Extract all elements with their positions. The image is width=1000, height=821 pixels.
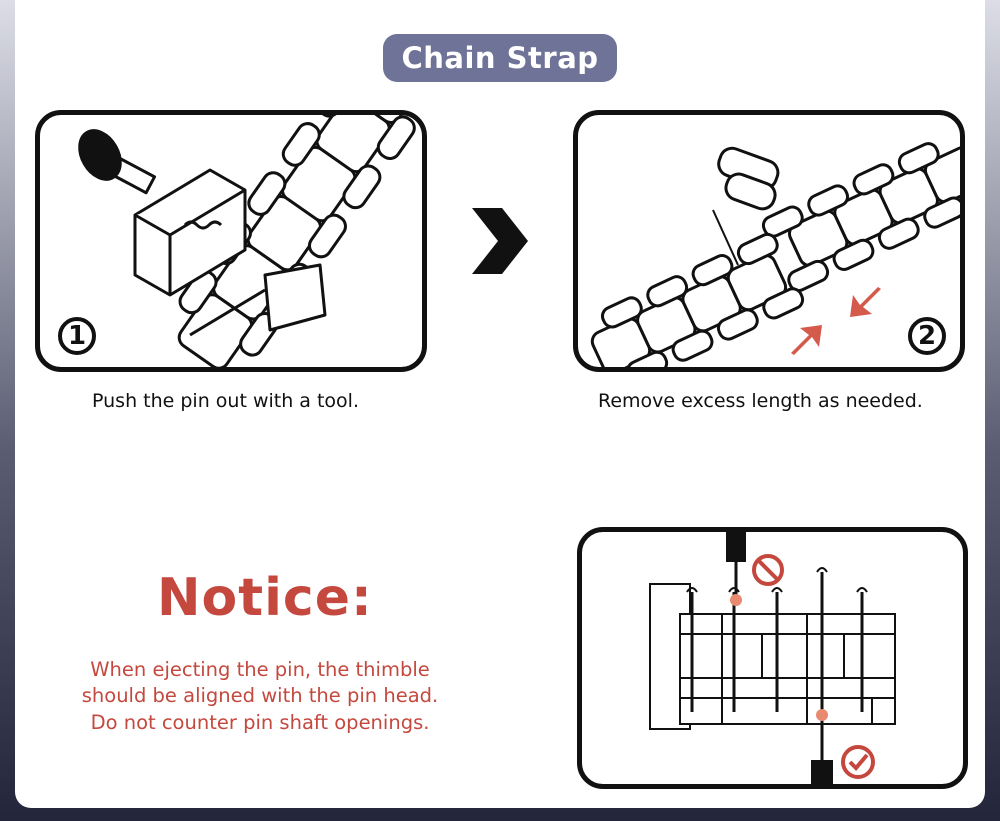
step-2-badge: 2 (908, 317, 946, 355)
notice-line-3: Do not counter pin shaft openings. (90, 711, 430, 734)
remove-links-illustration (590, 142, 960, 367)
no-sign-icon (752, 554, 784, 586)
pin-alignment-panel (577, 527, 968, 789)
pin-alignment-diagram (649, 532, 896, 784)
direction-arrows (791, 287, 881, 355)
notice-line-2: should be aligned with the pin head. (81, 684, 439, 707)
step-2-panel: 2 (573, 110, 965, 372)
pin-tool-illustration (78, 115, 422, 367)
notice-line-1: When ejecting the pin, the thimble (90, 658, 430, 681)
check-icon (841, 745, 875, 779)
step-1-panel: 1 (35, 110, 427, 372)
step-2-caption: Remove excess length as needed. (598, 390, 923, 412)
page-title: Chain Strap (383, 34, 617, 82)
next-arrow-icon (472, 208, 528, 274)
step-1-caption: Push the pin out with a tool. (92, 390, 359, 412)
notice-title: Notice: (157, 568, 373, 628)
step-1-badge: 1 (58, 317, 96, 355)
